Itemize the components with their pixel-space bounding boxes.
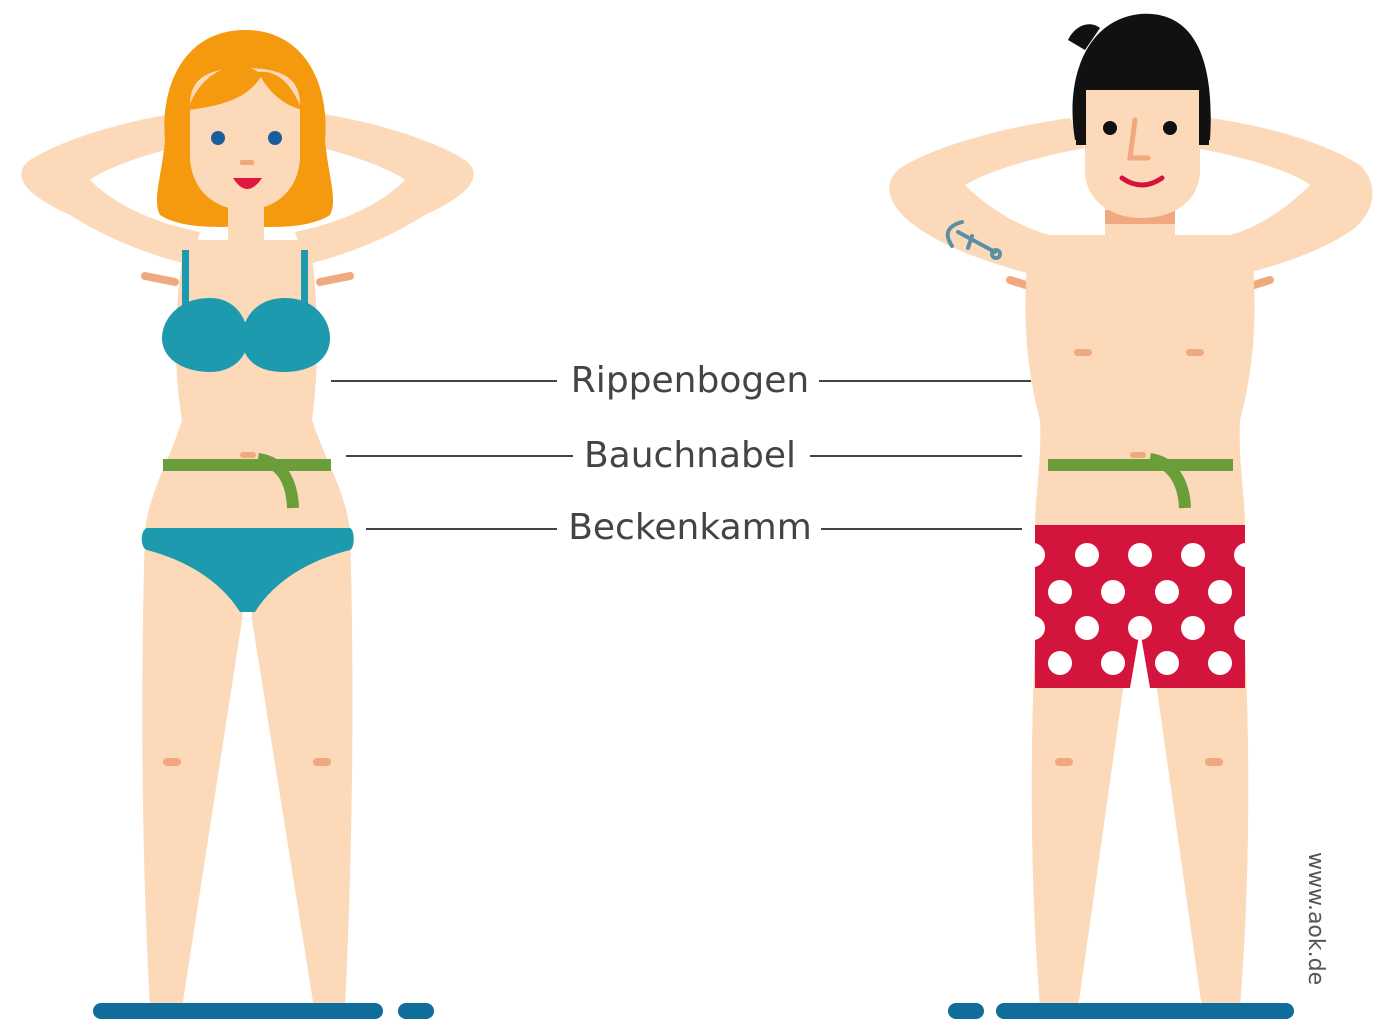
woman-figure — [21, 30, 473, 1019]
man-ground-bar — [996, 1003, 1294, 1019]
man-ground-dash — [948, 1003, 984, 1019]
woman-right-leg — [248, 530, 352, 1008]
man-left-leg — [1032, 640, 1130, 1008]
woman-ground-dash — [398, 1003, 434, 1019]
label-pelvis: Beckenkamm — [560, 510, 820, 546]
man-eye-right — [1163, 121, 1177, 135]
woman-ground-bar — [93, 1003, 383, 1019]
man-swim-trunks — [1021, 520, 1258, 695]
man-face — [1085, 90, 1200, 218]
woman-left-leg — [142, 530, 248, 1008]
woman-eye-left — [211, 131, 225, 145]
man-right-leg — [1150, 640, 1248, 1008]
watermark-url: www.aok.de — [1288, 852, 1328, 1002]
label-ribs: Rippenbogen — [560, 363, 820, 399]
man-torso — [1025, 235, 1254, 530]
man-eye-left — [1103, 121, 1117, 135]
woman-eye-right — [268, 131, 282, 145]
label-navel: Bauchnabel — [560, 438, 820, 474]
